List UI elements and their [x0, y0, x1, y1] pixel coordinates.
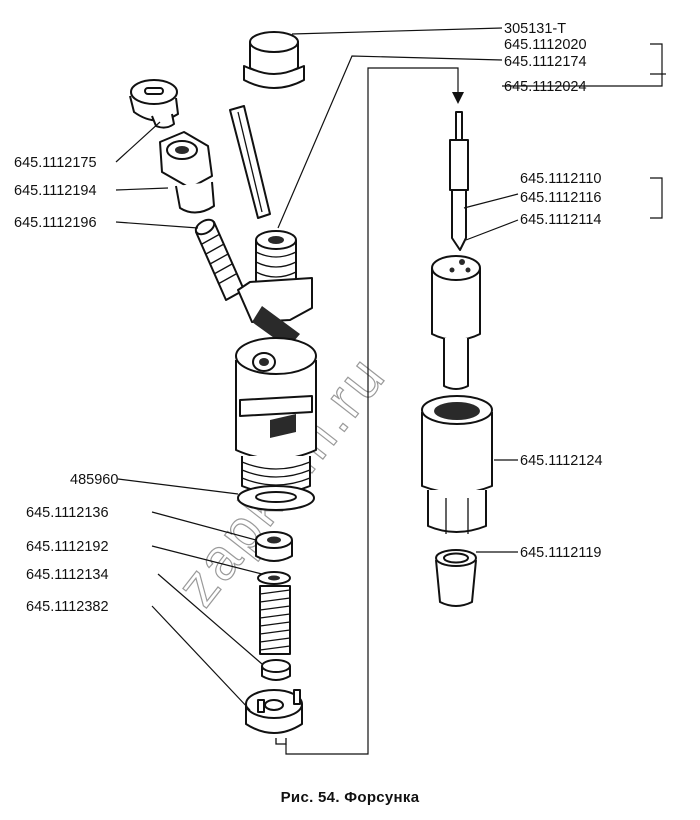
nut-645-1112194 [159, 131, 215, 214]
injector-body [235, 230, 317, 494]
label-645-1112110: 645.1112110 [520, 171, 601, 187]
washer-485960 [237, 485, 315, 511]
cap-305131t [243, 31, 305, 89]
spring-645-1112196 [194, 218, 245, 301]
label-305131t: 305131-Т [504, 21, 566, 37]
label-645-1112175: 645.1112175 [14, 155, 97, 171]
label-645-1112114: 645.1112114 [520, 212, 601, 228]
spring-645-1112134 [259, 585, 291, 655]
label-645-1112124: 645.1112124 [520, 453, 603, 469]
cap-nut-645-1112175 [129, 79, 179, 129]
washer-645-1112192 [257, 571, 291, 585]
label-645-1112192: 645.1112192 [26, 539, 109, 555]
label-645-1112196: 645.1112196 [14, 215, 97, 231]
bushing-645-1112119 [435, 549, 477, 607]
push-rod [229, 105, 271, 219]
needle-645-1112110 [449, 111, 469, 251]
leader-lines [115, 27, 666, 711]
label-645-1112134: 645.1112134 [26, 567, 109, 583]
seat-645-1112136 [255, 531, 293, 562]
spacer-ring [261, 659, 291, 681]
nozzle-nut-645-1112124 [421, 395, 493, 534]
figure-caption: Рис. 54. Форсунка [280, 789, 420, 806]
plate-645-1112382 [245, 689, 303, 745]
label-645-1112382: 645.1112382 [26, 599, 109, 615]
label-645-1112024: 645.1112024 [504, 79, 587, 95]
label-645-1112020: 645.1112020 [504, 37, 587, 53]
label-485960: 485960 [70, 472, 118, 488]
label-645-1112136: 645.1112136 [26, 505, 109, 521]
label-645-1112116: 645.1112116 [520, 190, 601, 206]
nozzle-body-645-1112116 [431, 255, 481, 390]
label-645-1112174: 645.1112174 [504, 54, 587, 70]
assembly-flow-line [285, 67, 464, 755]
part-labels: 305131-Т 645.1112020 645.1112174 645.111… [14, 21, 603, 615]
label-645-1112194: 645.1112194 [14, 183, 97, 199]
label-645-1112119: 645.1112119 [520, 545, 601, 561]
